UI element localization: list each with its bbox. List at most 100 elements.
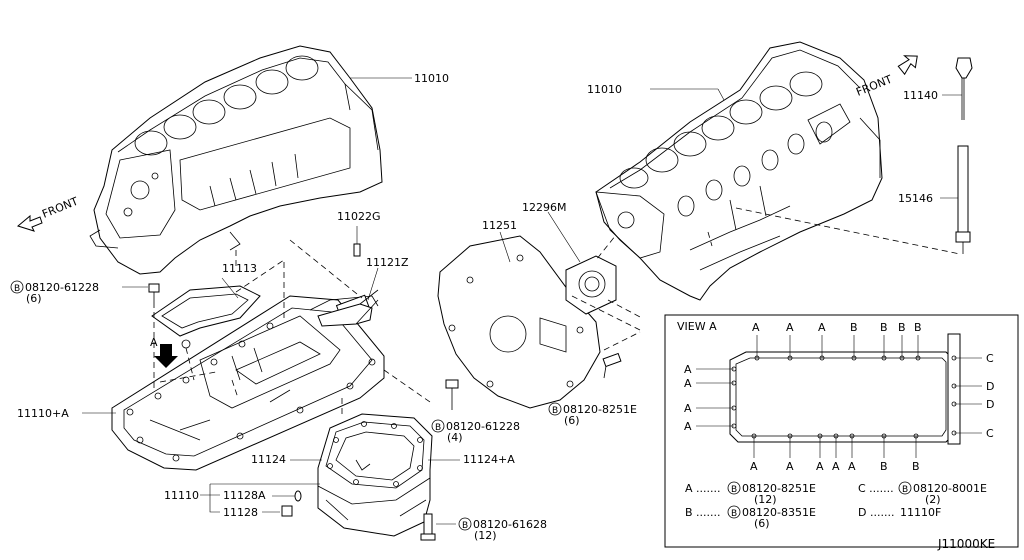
bolt-b-seal: B [552, 406, 558, 416]
left-letter-2: A [684, 377, 692, 390]
bolt-symbol-left [10, 280, 24, 294]
left-letter-1: A [684, 363, 692, 376]
leader-rear-plate [499, 231, 511, 263]
callout-gasket-lower-right: 11124+A [463, 453, 515, 466]
bolt-symbol-plate [431, 419, 445, 433]
view-a-holes [731, 355, 957, 439]
callout-block-left: 11010 [414, 72, 449, 85]
top-letter-4: B [850, 321, 858, 334]
bolt-left [148, 283, 160, 302]
top-letter-2: A [786, 321, 794, 334]
legend-c-b-symbol: B [902, 485, 908, 495]
engine-block-left [89, 45, 383, 275]
view-a-title: VIEW A [677, 320, 717, 333]
dipstick-tube [955, 145, 971, 254]
leader-sensor [367, 267, 379, 301]
right-letter-2: D [986, 380, 994, 393]
oil-pan-holes [126, 322, 376, 462]
bottom-letter-3: A [816, 460, 824, 473]
view-a-bottom-labels: A A A A A B B [750, 436, 920, 473]
guide-dashes-right [707, 207, 961, 255]
bolt-b-left: B [14, 284, 20, 294]
callout-dipstick-tube: 15146 [898, 192, 933, 205]
callout-gasket-small: 11113 [222, 262, 257, 275]
front-arrow-left: FRONT [16, 195, 80, 232]
callout-bolt-left-qty: (6) [26, 292, 42, 305]
bolt-seal [602, 352, 622, 379]
legend-b-b-symbol: B [731, 509, 737, 519]
top-letter-7: B [914, 321, 922, 334]
right-letter-1: C [986, 352, 994, 365]
legend-b-code: 08120-8351E [742, 506, 816, 519]
left-letter-3: A [684, 402, 692, 415]
callout-drain-plug: 11128 [223, 506, 258, 519]
engine-block-right [595, 41, 883, 301]
leader-rear-seal [547, 211, 581, 263]
legend-b-qty: (6) [754, 517, 770, 530]
bottom-letter-7: B [912, 460, 920, 473]
lower-pan-holes [327, 421, 423, 487]
callout-sensor: 11121Z [366, 256, 409, 269]
view-a-top-labels: A A A B B B B [752, 321, 922, 358]
bolt-symbol-lower [458, 517, 472, 531]
view-a-legend: A ....... B 08120-8251E (12) B ....... B… [685, 481, 987, 530]
front-label-left: FRONT [40, 195, 80, 221]
bottom-letter-5: A [848, 460, 856, 473]
view-a-right-labels: C D D C [954, 352, 994, 440]
callout-oil-pan-upper: 11110+A [17, 407, 69, 420]
bottom-letter-6: B [880, 460, 888, 473]
callout-rear-seal: 12296M [522, 201, 566, 214]
callout-bolt-left-code: 08120-61228 [25, 281, 99, 294]
callout-gasket-lower-left: 11124 [251, 453, 286, 466]
guide-dashes-left [153, 239, 431, 414]
leader-gasket-small [221, 277, 239, 299]
callout-block-right: 11010 [587, 83, 622, 96]
callout-bolt-lower-code: 08120-61628 [473, 518, 547, 531]
callout-sensor-pin: 11022G [337, 210, 381, 223]
view-a-gasket-outline [729, 351, 953, 443]
legend-a-b-symbol: B [731, 485, 737, 495]
top-letter-5: B [880, 321, 888, 334]
bolt-b-lower: B [462, 521, 468, 531]
left-letter-4: A [684, 420, 692, 433]
legend-c-qty: (2) [925, 493, 941, 506]
right-letter-4: C [986, 427, 994, 440]
callout-bolt-seal-qty: (6) [564, 414, 580, 427]
legend-c-code: 08120-8001E [913, 482, 987, 495]
top-letter-3: A [818, 321, 826, 334]
view-a-left-labels: A A A A [684, 363, 734, 433]
legend-a-key: A ....... [685, 482, 721, 495]
legend-d-code: 11110F [900, 506, 941, 519]
bolt-b-plate: B [435, 423, 441, 433]
top-letter-6: B [898, 321, 906, 334]
callout-rear-plate: 11251 [482, 219, 517, 232]
legend-c-key: C ....... [858, 482, 894, 495]
callout-dipstick: 11140 [903, 89, 938, 102]
callout-bolt-seal-code: 08120-8251E [563, 403, 637, 416]
callout-bolt-plate-qty: (4) [447, 431, 463, 444]
rear-seal [565, 255, 617, 315]
bolt-plate [445, 379, 459, 410]
drain-plug [281, 490, 302, 517]
callout-bolt-plate-code: 08120-61228 [446, 420, 520, 433]
legend-b-key: B ....... [685, 506, 721, 519]
sensor-pin [353, 226, 361, 257]
right-letter-3: D [986, 398, 994, 411]
bracket-lower-pan [200, 483, 320, 513]
rear-plate [437, 235, 601, 409]
bottom-letter-1: A [750, 460, 758, 473]
bolt-lower [420, 513, 436, 541]
bottom-letter-2: A [786, 460, 794, 473]
bottom-letter-4: A [832, 460, 840, 473]
callout-lower-pan: 11110 [164, 489, 199, 502]
legend-a-code: 08120-8251E [742, 482, 816, 495]
top-letter-1: A [752, 321, 760, 334]
diagram-id: J11000KE [937, 537, 995, 551]
leader-block-right-2 [717, 88, 725, 101]
callout-drain-washer: 11128A [223, 489, 266, 502]
callout-bolt-lower-qty: (12) [474, 529, 497, 542]
legend-a-qty: (12) [754, 493, 777, 506]
view-a-panel: VIEW A A A A B B B B A A A A A B B A [664, 314, 1019, 548]
legend-d-key: D ....... [858, 506, 894, 519]
